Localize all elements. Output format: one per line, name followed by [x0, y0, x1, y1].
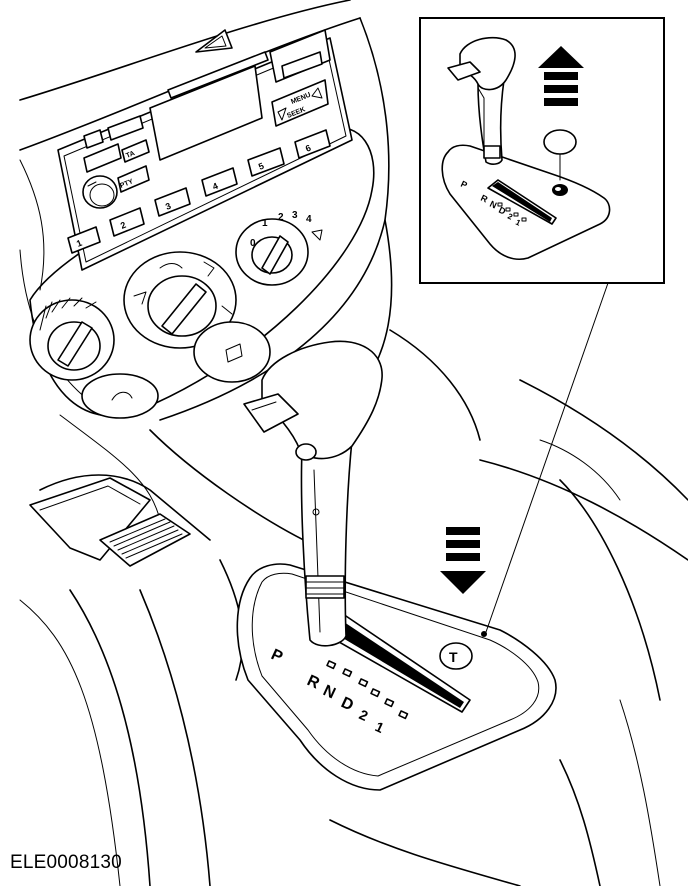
main-shift-gate: P R N D 2 1 T: [236, 563, 557, 791]
inset-gear-p: P: [459, 179, 469, 191]
preset-buttons: 1 2 3 4 5 6: [67, 129, 331, 254]
figure-reference-code: ELE0008130: [10, 852, 122, 873]
floor-console: [19, 329, 688, 886]
ashtray-icon: [99, 513, 191, 567]
fan-tick-4: 4: [306, 214, 312, 225]
inset-gear-n: N: [488, 199, 498, 211]
preset-3: 3: [164, 201, 172, 212]
inset-gear-1: 1: [514, 218, 522, 228]
inset-gear-r: R: [479, 193, 490, 205]
fan-tick-1: 1: [262, 218, 268, 229]
radio-label-ta: TA: [125, 150, 136, 160]
preset-4: 4: [211, 181, 219, 192]
down-arrow-icon: [440, 527, 486, 594]
inset-detail-view: P R N D 2 1: [419, 17, 665, 633]
preset-5: 5: [257, 161, 265, 172]
preset-1: 1: [75, 238, 83, 249]
preset-6: 6: [304, 143, 312, 154]
release-button-icon: [243, 393, 299, 433]
shift-lock-override-icon: [439, 642, 473, 670]
up-arrow-icon: [538, 46, 584, 106]
removed-cap-icon: [543, 129, 577, 155]
recirculation-button-icon: [193, 321, 271, 383]
shift-lock-symbol: T: [449, 649, 458, 665]
main-gear-lever: [243, 340, 383, 647]
inset-gear-2: 2: [506, 212, 514, 222]
inset-gear-d: D: [497, 205, 508, 217]
climate-controls: 0 1 2 3 4: [29, 210, 323, 419]
radio-unit: MENU SEEK TA PTY 1 2 3 4 5 6: [57, 29, 353, 271]
rear-defrost-button-icon: [81, 373, 159, 419]
preset-2: 2: [119, 220, 127, 231]
volume-knob-icon: [82, 175, 118, 209]
release-point-icon: [481, 631, 487, 637]
radio-label-pty: PTY: [119, 178, 135, 190]
fan-tick-2: 2: [278, 212, 284, 223]
fan-tick-3: 3: [292, 210, 298, 221]
fan-tick-0: 0: [250, 238, 256, 249]
